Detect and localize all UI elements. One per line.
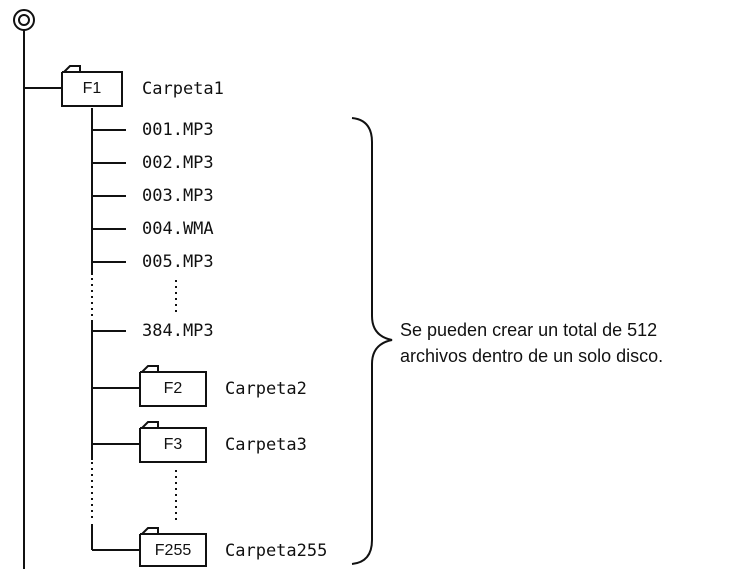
folder-icon — [139, 365, 207, 407]
folder-name-carpeta255: Carpeta255 — [225, 541, 328, 561]
note-line-1: Se pueden crear un total de 512 — [400, 320, 658, 340]
folder-icon — [139, 421, 207, 463]
folder-tag-f1: F1 — [82, 80, 102, 97]
file-003: 003.MP3 — [142, 186, 214, 206]
curly-brace — [351, 117, 393, 565]
folder-name-carpeta1: Carpeta1 — [142, 79, 224, 99]
file-004: 004.WMA — [142, 219, 214, 239]
folder-tag-f255: F255 — [154, 542, 192, 559]
file-005: 005.MP3 — [142, 252, 214, 272]
file-001: 001.MP3 — [142, 120, 214, 140]
note-line-2: archivos dentro de un solo disco. — [400, 346, 664, 366]
folder-name-carpeta2: Carpeta2 — [225, 379, 307, 399]
folder-tag-f3: F3 — [163, 436, 183, 453]
file-384: 384.MP3 — [142, 321, 214, 341]
folder-icon — [139, 527, 207, 567]
folder-tag-f2: F2 — [163, 380, 183, 397]
file-002: 002.MP3 — [142, 153, 214, 173]
root-disc-icon — [13, 9, 35, 31]
folder-name-carpeta3: Carpeta3 — [225, 435, 307, 455]
folder-icon — [61, 65, 123, 107]
